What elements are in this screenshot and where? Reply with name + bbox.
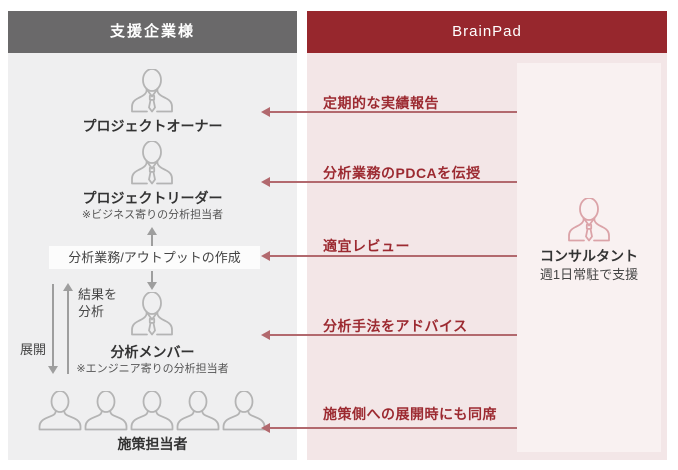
deploy-label: 展開	[20, 342, 47, 357]
analyze-results-label: 結果を 分析	[78, 287, 118, 319]
arrow-label-pdca: 分析業務のPDCAを伝授	[323, 165, 481, 181]
arrow-label-review: 適宜レビュー	[323, 238, 410, 254]
client-company-header: 支援企業様	[8, 11, 297, 53]
project-owner-icon	[126, 69, 178, 115]
results-arrow-line	[67, 291, 69, 374]
arrow-label-advice: 分析手法をアドバイス	[323, 318, 468, 334]
arrow-label-attendance: 施策側への展開時にも同席	[323, 406, 497, 422]
staff-person-icon	[128, 391, 176, 431]
project-leader-note: ※ビジネス寄りの分析担当者	[81, 209, 224, 221]
project-leader-label: プロジェクトリーダー	[82, 190, 223, 206]
consultant-icon	[563, 198, 615, 244]
project-owner-label: プロジェクトオーナー	[82, 118, 223, 134]
staff-person-icon	[220, 391, 268, 431]
consultant-panel	[517, 63, 661, 452]
analysis-member-icon	[126, 292, 178, 338]
consultant-note: 週1日常駐で支援	[539, 267, 639, 282]
arrow-label-reporting: 定期的な実績報告	[323, 95, 439, 111]
staff-label: 施策担当者	[117, 436, 188, 452]
results-arrow-head-icon	[63, 283, 73, 291]
up-arrow-icon	[147, 227, 157, 235]
analysis-member-note: ※エンジニア寄りの分析担当者	[76, 363, 229, 375]
project-leader-icon	[126, 141, 178, 187]
left-arrow-icon	[261, 423, 517, 433]
left-arrow-icon	[261, 107, 517, 117]
left-arrow-icon	[261, 177, 517, 187]
staff-person-icon	[174, 391, 222, 431]
down-arrow-icon	[147, 282, 157, 290]
left-arrow-icon	[261, 251, 517, 261]
left-arrow-icon	[261, 330, 517, 340]
brainpad-header: BrainPad	[307, 11, 667, 53]
task-box: 分析業務/アウトプットの作成	[49, 246, 260, 269]
consultant-label: コンサルタント	[540, 248, 638, 264]
deploy-arrow-line	[52, 284, 54, 366]
analysis-member-label: 分析メンバー	[110, 344, 195, 360]
up-arrow-line	[151, 234, 153, 246]
staff-person-icon	[36, 391, 84, 431]
deploy-arrow-head-icon	[48, 366, 58, 374]
down-arrow-line	[151, 271, 153, 283]
staff-person-icon	[82, 391, 130, 431]
